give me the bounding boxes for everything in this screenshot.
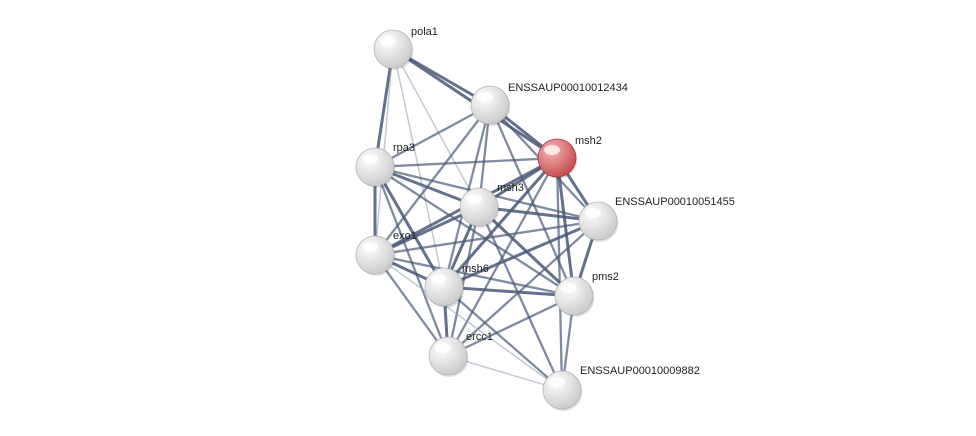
- node-sphere[interactable]: [578, 201, 618, 241]
- node-label: pola1: [411, 26, 438, 38]
- edge-e51455-exo1[interactable]: [373, 219, 600, 257]
- edge-msh2-msh6[interactable]: [442, 156, 559, 289]
- node-msh6[interactable]: msh6: [424, 263, 489, 308]
- edge-pola1-msh3[interactable]: [392, 48, 480, 208]
- node-e51455[interactable]: ENSSAUP00010051455: [578, 196, 735, 242]
- node-label: ENSSAUP00010051455: [615, 196, 735, 208]
- edge-ercc1-e09882[interactable]: [447, 355, 563, 391]
- node-label: pms2: [592, 271, 619, 283]
- node-sphere[interactable]: [424, 267, 464, 307]
- edge-exo1-pms2[interactable]: [373, 253, 576, 298]
- node-label: ENSSAUP00010009882: [580, 365, 700, 377]
- edge-exo1-ercc1[interactable]: [373, 253, 450, 358]
- node-highlight: [362, 154, 378, 164]
- node-pola1[interactable]: pola1: [373, 26, 438, 70]
- node-highlight: [431, 274, 447, 284]
- node-sphere[interactable]: [459, 187, 499, 227]
- edge-pola1-msh6[interactable]: [392, 48, 445, 288]
- node-label: msh3: [497, 182, 524, 194]
- edge-msh6-e09882[interactable]: [442, 285, 564, 392]
- edge-e51455-ercc1[interactable]: [446, 219, 600, 358]
- edge-msh3-e09882[interactable]: [477, 205, 564, 392]
- node-e09882[interactable]: ENSSAUP00010009882: [542, 365, 700, 411]
- edge-msh3-e51455[interactable]: [477, 205, 600, 223]
- node-sphere[interactable]: [428, 336, 468, 376]
- node-label: rpa3: [393, 142, 415, 154]
- node-sphere[interactable]: [542, 370, 582, 410]
- edge-msh2-rpa3[interactable]: [373, 156, 559, 169]
- edge-msh3-ercc1[interactable]: [446, 205, 481, 358]
- node-sphere[interactable]: [554, 276, 594, 316]
- node-highlight: [380, 36, 396, 46]
- node-highlight: [435, 343, 451, 353]
- edge-pola1-rpa3[interactable]: [373, 47, 395, 169]
- node-label: msh6: [462, 263, 489, 275]
- node-sphere[interactable]: [470, 85, 510, 125]
- node-label: exo1: [393, 230, 417, 242]
- node-label: ercc1: [466, 331, 493, 343]
- node-msh3[interactable]: msh3: [459, 182, 524, 228]
- edge-pms2-ercc1[interactable]: [446, 294, 576, 358]
- edge-exo1-e09882[interactable]: [374, 254, 563, 391]
- node-sphere[interactable]: [537, 138, 577, 178]
- node-highlight: [561, 283, 577, 293]
- node-ercc1[interactable]: ercc1: [428, 331, 493, 377]
- node-sphere[interactable]: [373, 29, 413, 69]
- node-highlight: [362, 242, 378, 252]
- node-highlight: [466, 194, 482, 204]
- node-label: msh2: [575, 135, 602, 147]
- node-e12434[interactable]: ENSSAUP00010012434: [470, 82, 628, 126]
- node-sphere[interactable]: [355, 147, 395, 187]
- node-sphere[interactable]: [355, 235, 395, 275]
- node-highlight: [544, 145, 560, 155]
- node-exo1[interactable]: exo1: [355, 230, 417, 276]
- node-highlight: [477, 92, 493, 102]
- edge-msh2-e09882[interactable]: [555, 156, 564, 392]
- edge-e51455-msh6[interactable]: [442, 219, 600, 289]
- node-highlight: [585, 208, 601, 218]
- node-rpa3[interactable]: rpa3: [355, 142, 415, 188]
- node-highlight: [549, 377, 565, 387]
- edge-msh6-pms2[interactable]: [442, 285, 576, 298]
- node-label: ENSSAUP00010012434: [508, 82, 628, 94]
- node-pms2[interactable]: pms2: [554, 271, 619, 317]
- node-msh2[interactable]: msh2: [537, 135, 602, 179]
- edge-e12434-rpa3[interactable]: [373, 103, 492, 169]
